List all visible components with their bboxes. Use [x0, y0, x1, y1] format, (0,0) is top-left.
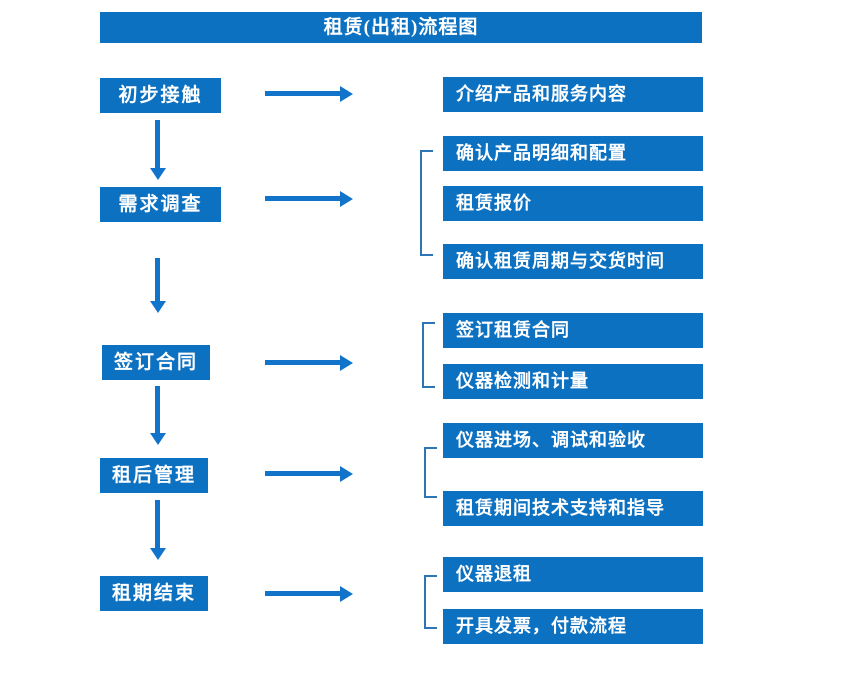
- arrow-down-icon-1: [155, 120, 160, 168]
- stage-box-rental-end: 租期结束: [100, 576, 208, 611]
- stage-box-initial-contact: 初步接触: [100, 78, 221, 113]
- detail-box-confirm-product-details: 确认产品明细和配置: [443, 136, 703, 171]
- arrow-right-icon-2: [265, 196, 340, 201]
- stage-box-post-rental-management: 租后管理: [100, 458, 208, 493]
- detail-box-introduce-products: 介绍产品和服务内容: [443, 77, 703, 112]
- group-bracket-rental-end: [424, 575, 437, 629]
- arrow-right-icon-5: [265, 591, 340, 596]
- stage-box-demand-survey: 需求调查: [100, 187, 221, 222]
- flowchart-title: 租赁(出租)流程图: [100, 12, 702, 43]
- arrow-down-icon-4: [155, 500, 160, 548]
- detail-box-sign-rental-contract: 签订租赁合同: [443, 313, 703, 348]
- group-bracket-post-rental-management: [424, 447, 437, 498]
- detail-box-confirm-rental-period: 确认租赁周期与交货时间: [443, 244, 703, 279]
- group-bracket-demand-survey: [420, 150, 433, 256]
- detail-box-rental-quote: 租赁报价: [443, 186, 703, 221]
- group-bracket-sign-contract: [422, 322, 435, 388]
- arrow-right-icon-4: [265, 471, 340, 476]
- detail-box-invoice-payment: 开具发票，付款流程: [443, 609, 703, 644]
- detail-box-instrument-entry-acceptance: 仪器进场、调试和验收: [443, 423, 703, 458]
- arrow-right-icon-3: [265, 360, 340, 365]
- detail-box-tech-support: 租赁期间技术支持和指导: [443, 491, 703, 526]
- stage-box-sign-contract: 签订合同: [102, 345, 210, 380]
- arrow-down-icon-2: [155, 258, 160, 301]
- detail-box-instrument-return: 仪器退租: [443, 557, 703, 592]
- arrow-down-icon-3: [155, 386, 160, 433]
- arrow-right-icon-1: [265, 91, 340, 96]
- detail-box-instrument-testing: 仪器检测和计量: [443, 364, 703, 399]
